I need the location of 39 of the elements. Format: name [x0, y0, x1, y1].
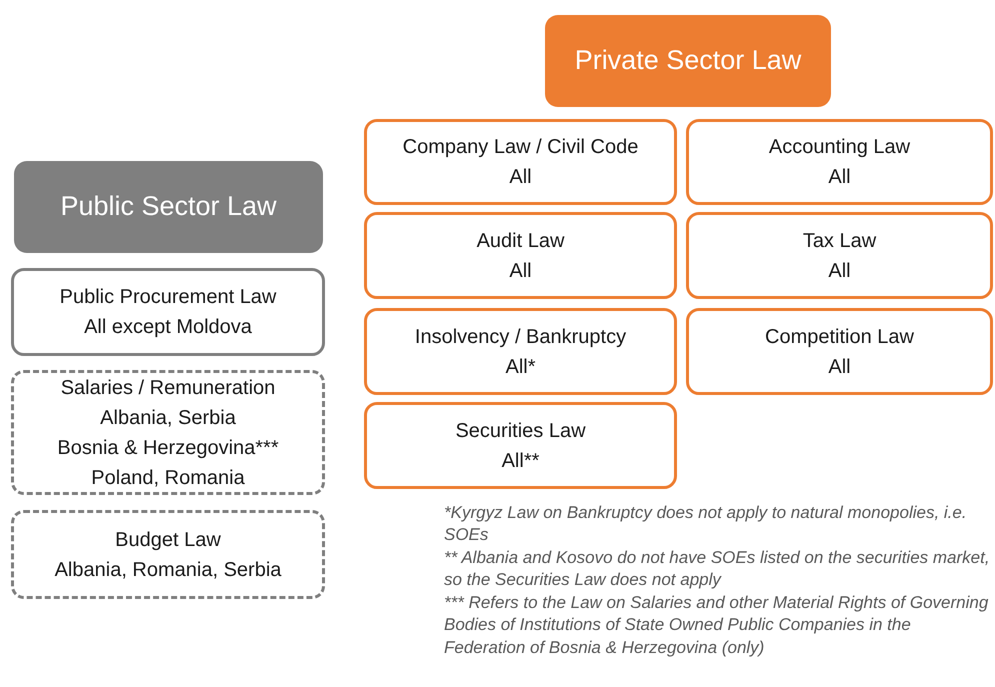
law-box — [364, 212, 677, 299]
scope-text: All — [828, 354, 851, 380]
law-title: Competition Law — [765, 324, 914, 350]
law-title: Tax Law — [802, 228, 876, 254]
section-header — [545, 15, 831, 107]
section-title: Private Sector Law — [574, 44, 802, 78]
law-box — [364, 308, 677, 395]
scope-text: All — [509, 258, 532, 284]
scope-text: Albania, Romania, Serbia — [54, 558, 282, 582]
scope-text: All — [828, 165, 851, 190]
law-box — [364, 119, 677, 205]
footnote: *** Refers to the Law on Salaries and other Material Rights of Governing Bodies of Institutions of State Owned Public Companies in the Federation of Bosnia & Herzegovina (only) — [444, 592, 990, 659]
scope-text: All — [828, 258, 851, 284]
law-box — [11, 510, 325, 599]
scope-text: Bosnia & Herzegovina*** — [57, 436, 279, 460]
law-box — [686, 212, 993, 299]
law-title: Public Procurement Law — [60, 285, 276, 310]
law-box — [11, 268, 325, 356]
law-title: Accounting Law — [768, 135, 910, 160]
law-title: Audit Law — [476, 228, 564, 254]
scope-text: All** — [502, 448, 540, 474]
law-title: Securities Law — [455, 418, 586, 444]
law-title: Company Law / Civil Code — [402, 135, 638, 160]
footnote: *Kyrgyz Law on Bankruptcy does not apply to natural monopolies, i.e. SOEs — [444, 502, 968, 546]
scope-text: Poland, Romania — [91, 466, 245, 490]
law-title: Insolvency / Bankruptcy — [414, 324, 626, 350]
section-title: Public Sector Law — [60, 190, 277, 224]
scope-text: All* — [505, 354, 536, 380]
scope-text: All except Moldova — [84, 315, 252, 340]
scope-text: Albania, Serbia — [100, 406, 236, 430]
section-header — [14, 161, 323, 253]
law-box — [11, 370, 325, 495]
law-title: Salaries / Remuneration — [60, 376, 276, 400]
law-box — [686, 119, 993, 205]
scope-text: All — [509, 165, 532, 190]
law-box — [686, 308, 993, 395]
law-title: Budget Law — [115, 528, 221, 552]
footnote: ** Albania and Kosovo do not have SOEs listed on the securities market, so the Securities Law does not apply — [444, 546, 991, 592]
law-box — [364, 402, 677, 489]
